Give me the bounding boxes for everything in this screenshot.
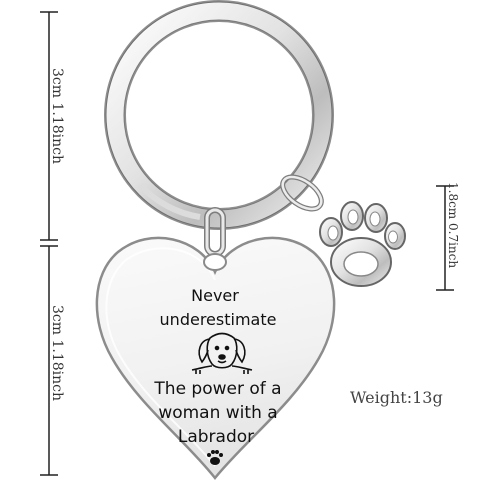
paw-print-icon	[207, 450, 223, 465]
pendant-line-3: The power of a	[153, 379, 281, 399]
right-dimension-label: 1.8cm 0.7inch	[446, 182, 460, 268]
pendant-line-5: Labrador	[178, 427, 254, 447]
left-dimension-top	[40, 11, 58, 241]
left-dimension-bottom	[40, 245, 58, 476]
left-bottom-dimension-label: 3cm 1.18inch	[49, 305, 65, 401]
right-dimension	[436, 185, 454, 291]
paw-jump-ring	[280, 174, 324, 212]
pendant-line-4: woman with a	[158, 403, 277, 423]
weight-label: Weight:13g	[350, 388, 443, 407]
pendant-line-1: Never	[191, 286, 239, 305]
heart-pendant-icon	[95, 236, 336, 480]
paw-charm-icon	[319, 201, 406, 287]
split-key-ring-icon	[104, 0, 334, 230]
left-top-dimension-label: 3cm 1.18inch	[49, 68, 65, 164]
labrador-face-icon	[191, 332, 253, 374]
pendant-line-2: underestimate	[160, 310, 277, 329]
